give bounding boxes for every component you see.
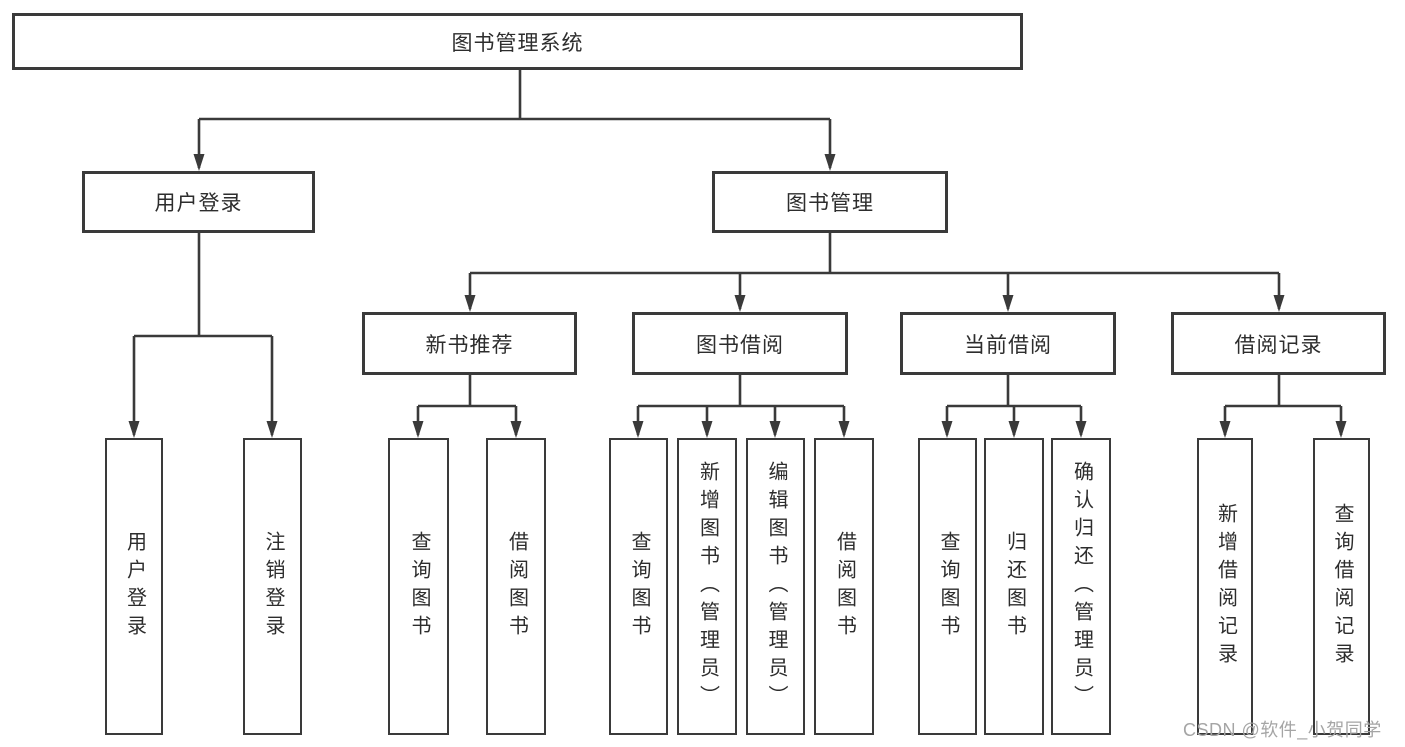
watermark: CSDN @软件_小贺同学 (1183, 720, 1382, 740)
node-label: 图书管理 (786, 192, 874, 215)
node-label: 借阅记录 (1234, 333, 1323, 357)
node-leaf-borrow-book: 借阅图书 (814, 438, 874, 735)
node-leaf-edit-book-admin: 编辑图书（管理员） (746, 438, 805, 735)
node-leaf-add-book-admin: 新增图书（管理员） (677, 438, 737, 735)
node-leaf-add-borrow-record: 新增借阅记录 (1197, 438, 1253, 735)
node-book-management-branch: 图书管理 (712, 171, 948, 233)
node-label: 图书管理系统 (451, 31, 584, 55)
node-label: 当前借阅 (964, 333, 1052, 357)
node-leaf-query-book-current: 查询图书 (918, 438, 977, 735)
node-label: 确认归还（管理员） (1070, 460, 1093, 713)
node-label: 新书推荐 (425, 333, 514, 357)
node-label: 归还图书 (1003, 530, 1026, 643)
node-label: 查询图书 (628, 530, 650, 643)
node-borrowing-records: 借阅记录 (1171, 312, 1386, 375)
node-leaf-logout: 注销登录 (243, 438, 302, 735)
node-current-borrowing: 当前借阅 (900, 312, 1116, 375)
node-label: 新增图书（管理员） (696, 460, 719, 713)
node-leaf-query-book-borrow: 查询图书 (609, 438, 668, 735)
node-label: 用户登录 (123, 530, 146, 643)
node-root-system: 图书管理系统 (12, 13, 1023, 70)
node-leaf-query-book-recommend: 查询图书 (388, 438, 449, 735)
node-label: 注销登录 (262, 530, 284, 643)
node-label: 用户登录 (154, 192, 243, 215)
connector-stems (132, 70, 1343, 435)
node-new-book-recommend: 新书推荐 (362, 312, 577, 375)
node-leaf-borrow-book-recommend: 借阅图书 (486, 438, 546, 735)
node-leaf-user-login: 用户登录 (105, 438, 163, 735)
node-leaf-query-borrow-record: 查询借阅记录 (1313, 438, 1370, 735)
node-label: 查询图书 (408, 530, 430, 643)
arrowheads (128, 154, 1347, 438)
node-label: 编辑图书（管理员） (765, 460, 787, 713)
node-user-login-branch: 用户登录 (82, 171, 315, 233)
node-label: 查询借阅记录 (1331, 502, 1353, 671)
node-label: 借阅图书 (505, 530, 528, 643)
node-leaf-confirm-return-admin: 确认归还（管理员） (1051, 438, 1111, 735)
node-label: 借阅图书 (833, 530, 856, 643)
node-label: 图书借阅 (696, 333, 784, 357)
node-label: 查询图书 (937, 530, 959, 643)
node-label: 新增借阅记录 (1214, 502, 1237, 671)
node-leaf-return-book: 归还图书 (984, 438, 1044, 735)
node-book-borrowing: 图书借阅 (632, 312, 848, 375)
